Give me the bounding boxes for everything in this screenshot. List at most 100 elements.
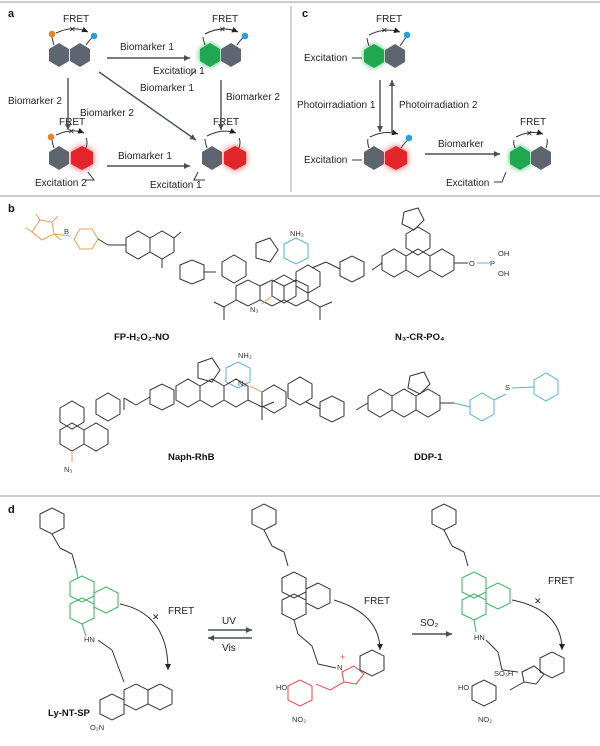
x-mark: ✕ bbox=[69, 25, 76, 34]
svg-text:HN: HN bbox=[84, 635, 95, 644]
so3h-label: SO₃H bbox=[494, 669, 513, 678]
fret-label: FRET bbox=[63, 14, 89, 25]
x-mark: ✕ bbox=[381, 26, 388, 35]
svg-text:N₃: N₃ bbox=[64, 465, 72, 474]
fret-label: FRET bbox=[212, 14, 238, 25]
structure-naph-rhb: NH₂ N₃ Naph-RhB bbox=[59, 351, 275, 474]
compound-label: FP-H₂O₂-NO bbox=[114, 332, 169, 343]
uv-label: UV bbox=[222, 616, 236, 627]
hexagon-red bbox=[385, 146, 407, 170]
panel-b-label: b bbox=[8, 203, 15, 215]
svg-text:OH: OH bbox=[498, 249, 509, 258]
structure-n3-cr-po4: O P OH OH N₃ N₃-CR-PO₄ bbox=[250, 207, 509, 343]
svg-text:OH: OH bbox=[498, 269, 509, 278]
blue-dot bbox=[405, 134, 413, 142]
so2-label: SO₂ bbox=[420, 618, 438, 629]
hexagon-gray bbox=[202, 146, 222, 170]
excitation-1-label: Excitation 1 bbox=[153, 66, 205, 77]
structure-merocyanine: N + HO NO₂ FRET bbox=[251, 503, 390, 724]
excitation-label: Excitation bbox=[304, 53, 347, 64]
biomarker1-label-bottom: Biomarker 1 bbox=[118, 151, 172, 162]
structure-ly-nt-sp: HN O₂N ✕ FRET Ly-NT-SP bbox=[39, 507, 194, 732]
orange-dot bbox=[48, 30, 56, 38]
biomarker2-label-right: Biomarker 2 bbox=[226, 92, 280, 103]
photoirradiation1-label: Photoirradiation 1 bbox=[297, 100, 376, 111]
hexagon-gray bbox=[49, 146, 69, 170]
panel-c-label: c bbox=[302, 8, 308, 20]
arrow-diagonal bbox=[98, 71, 197, 141]
biomarker2-label-left: Biomarker 2 bbox=[8, 96, 62, 107]
compound-label: DDP-1 bbox=[414, 452, 443, 463]
blue-dot bbox=[403, 31, 411, 39]
photoirradiation2-label: Photoirradiation 2 bbox=[399, 100, 478, 111]
svg-text:O₂N: O₂N bbox=[90, 723, 104, 732]
hexagon-green bbox=[200, 43, 220, 67]
hexagon-gray bbox=[364, 146, 384, 170]
structure-ddp-1: S N₃ DDP-1 bbox=[238, 371, 559, 463]
x-mark: ✕ bbox=[68, 127, 75, 136]
panel-d: HN O₂N ✕ FRET Ly-NT-SP UV Vis bbox=[39, 503, 574, 732]
hexagon-gray bbox=[221, 43, 241, 67]
svg-text:N₃: N₃ bbox=[238, 379, 246, 388]
hexagon-green bbox=[510, 146, 530, 170]
svg-text:N: N bbox=[337, 663, 342, 672]
probe-a-biomarker2: ✕ FRET Excitation 2 bbox=[35, 117, 95, 189]
hexagon-gray bbox=[70, 43, 90, 67]
compound-label: N₃-CR-PO₄ bbox=[395, 332, 445, 343]
probe-c-top: ✕ FRET Excitation bbox=[304, 14, 411, 68]
probe-a-initial: ✕ FRET bbox=[48, 14, 98, 67]
svg-text:NO₂: NO₂ bbox=[292, 715, 306, 724]
blue-dot bbox=[90, 32, 98, 40]
panel-d-label: d bbox=[8, 504, 15, 516]
x-mark: ✕ bbox=[534, 596, 542, 606]
excitation-1-label: Excitation 1 bbox=[150, 180, 202, 191]
panel-c: ✕ FRET Excitation Excitation Photoirradi… bbox=[297, 14, 551, 189]
hexagon-gray bbox=[531, 146, 551, 170]
panel-a-label: a bbox=[8, 8, 15, 20]
compound-label: Naph-RhB bbox=[168, 452, 215, 463]
svg-text:NH₂: NH₂ bbox=[238, 351, 252, 360]
hexagon-green bbox=[364, 44, 384, 68]
fret-label: FRET bbox=[548, 576, 574, 587]
svg-text:HO: HO bbox=[276, 683, 287, 692]
svg-text:B: B bbox=[64, 227, 69, 236]
x-mark: ✕ bbox=[526, 129, 533, 138]
probe-c-bottom: Excitation bbox=[304, 129, 413, 170]
fret-label: FRET bbox=[168, 606, 194, 617]
fret-label: FRET bbox=[213, 117, 239, 128]
compound-label: Ly-NT-SP bbox=[48, 708, 91, 719]
fret-label: FRET bbox=[520, 117, 546, 128]
svg-text:NH₂: NH₂ bbox=[290, 229, 304, 238]
probe-c-right: ✕ FRET Excitation bbox=[446, 117, 551, 189]
blue-dot bbox=[241, 32, 249, 40]
orange-dot bbox=[47, 133, 55, 141]
biomarker1-label-top: Biomarker 1 bbox=[120, 42, 174, 53]
excitation-label: Excitation bbox=[446, 178, 489, 189]
uv-vis-equilibrium: UV Vis bbox=[208, 616, 252, 654]
hexagon-gray bbox=[49, 43, 69, 67]
svg-text:NO₂: NO₂ bbox=[478, 715, 492, 724]
excitation-label: Excitation bbox=[304, 155, 347, 166]
so2-step: SO₂ bbox=[412, 618, 452, 637]
hexagon-red bbox=[224, 146, 246, 170]
svg-text:O: O bbox=[469, 259, 475, 268]
structure-fp-h2o2-no: B NH₂ FP-H₂O₂-NO bbox=[25, 213, 333, 343]
x-mark: ✕ bbox=[152, 612, 160, 622]
probe-a-both: FRET Excitation 1 bbox=[150, 117, 246, 191]
x-mark: ✕ bbox=[219, 25, 226, 34]
hexagon-red bbox=[71, 146, 93, 170]
vis-label: Vis bbox=[222, 643, 236, 654]
excitation-2-label: Excitation 2 bbox=[35, 178, 87, 189]
svg-text:P: P bbox=[490, 259, 495, 268]
svg-text:S: S bbox=[505, 383, 510, 392]
fret-label: FRET bbox=[364, 596, 390, 607]
hexagon-gray bbox=[385, 44, 405, 68]
probe-a-biomarker1: ✕ FRET Excitation 1 bbox=[153, 14, 249, 77]
svg-text:HO: HO bbox=[458, 683, 469, 692]
biomarker2-label-diag: Biomarker 2 bbox=[80, 108, 134, 119]
panel-b: B NH₂ FP-H₂O₂-NO bbox=[25, 207, 559, 474]
structure-so2-adduct: HN SO₃H HO NO₂ ✕ FRET bbox=[431, 503, 574, 724]
panel-a: ✕ FRET ✕ FRET Excitation 1 ✕ bbox=[8, 14, 280, 191]
svg-text:HN: HN bbox=[474, 633, 485, 642]
